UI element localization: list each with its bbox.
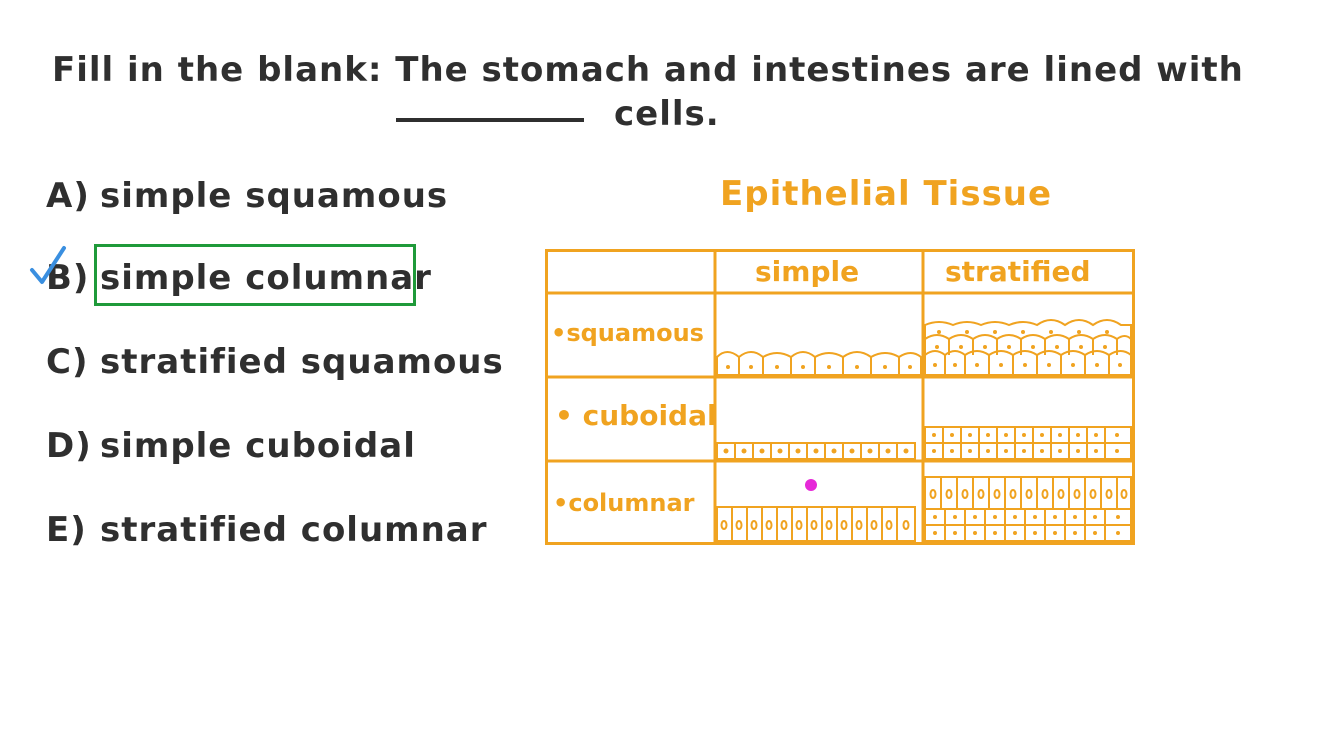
col-header-stratified: stratified bbox=[945, 255, 1091, 288]
option-letter: C) bbox=[46, 342, 89, 382]
option-text: simple columnar bbox=[100, 258, 432, 298]
row-label-squamous: •squamous bbox=[551, 319, 704, 347]
simple-columnar-cells bbox=[716, 506, 916, 542]
row-label-columnar: •columnar bbox=[553, 489, 695, 517]
col-header-simple: simple bbox=[755, 255, 860, 288]
option-text: stratified columnar bbox=[100, 510, 488, 550]
question-line-2-text: cells. bbox=[614, 94, 720, 134]
stratified-cuboidal-cells bbox=[924, 426, 1132, 460]
table-border bbox=[545, 249, 1135, 545]
stratified-columnar-cells bbox=[924, 476, 1132, 542]
option-letter: D) bbox=[46, 426, 92, 466]
question-line-1: Fill in the blank: The stomach and intes… bbox=[52, 50, 1244, 90]
table-title: Epithelial Tissue bbox=[720, 174, 1053, 214]
epithelial-tissue-table: simple stratified •squamous • cuboidal •… bbox=[545, 249, 1135, 545]
check-icon bbox=[30, 246, 66, 284]
row-label-cuboidal: • cuboidal bbox=[555, 399, 717, 432]
option-c[interactable]: C) stratified squamous bbox=[46, 342, 504, 382]
option-text: simple squamous bbox=[100, 176, 449, 216]
option-text: simple cuboidal bbox=[100, 426, 416, 466]
option-text: stratified squamous bbox=[100, 342, 504, 382]
pointer-dot bbox=[805, 479, 817, 491]
simple-squamous-cells bbox=[716, 351, 922, 376]
option-a[interactable]: A) simple squamous bbox=[46, 176, 448, 216]
simple-cuboidal-cells bbox=[716, 442, 916, 460]
answer-blank bbox=[396, 118, 584, 122]
question-line-2: cells. bbox=[396, 94, 720, 134]
option-letter: A) bbox=[46, 176, 90, 216]
option-d[interactable]: D) simple cuboidal bbox=[46, 426, 416, 466]
option-e[interactable]: E) stratified columnar bbox=[46, 510, 488, 550]
option-b[interactable]: B) simple columnar bbox=[30, 244, 432, 306]
correct-answer-box bbox=[94, 244, 416, 306]
option-letter: E) bbox=[46, 510, 87, 550]
stratified-squamous-cells bbox=[924, 319, 1132, 376]
